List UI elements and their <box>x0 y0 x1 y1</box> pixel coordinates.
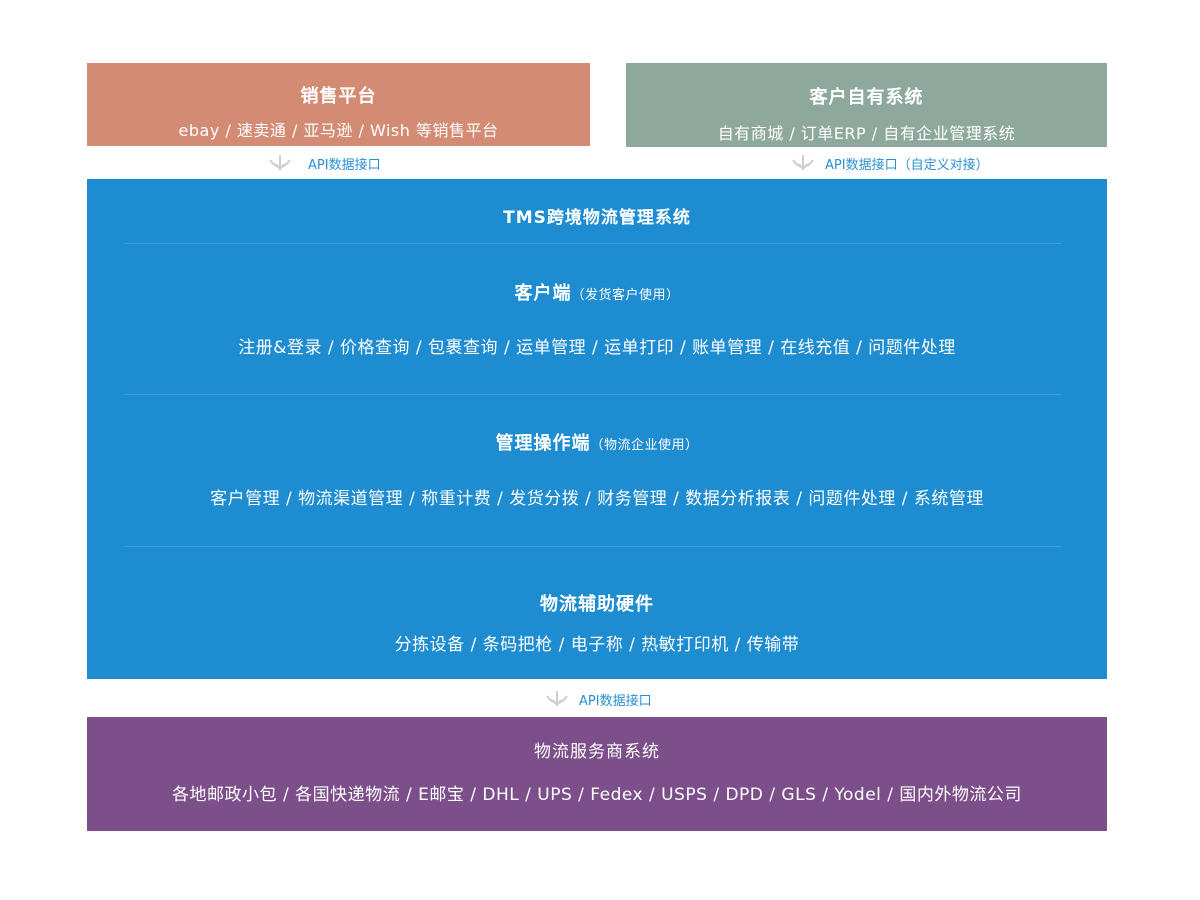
sales-platform-title: 销售平台 <box>300 86 377 107</box>
section-divider <box>124 546 1061 547</box>
admin-section-items: 客户管理 / 物流渠道管理 / 称重计费 / 发货分拨 / 财务管理 / 数据分… <box>210 489 984 509</box>
admin-section-note: （物流企业使用） <box>590 438 699 453</box>
api-connector-left: API数据接口 <box>268 153 381 173</box>
api-label-bottom: API数据接口 <box>579 693 652 709</box>
client-section-heading: 客户端（发货客户使用） <box>87 279 1107 305</box>
admin-section-heading: 管理操作端（物流企业使用） <box>87 429 1107 455</box>
client-section-items: 注册&登录 / 价格查询 / 包裹查询 / 运单管理 / 运单打印 / 账单管理… <box>238 338 956 358</box>
section-divider <box>124 243 1061 244</box>
api-connector-bottom: API数据接口 <box>545 689 652 709</box>
arrow-down-icon <box>546 691 568 707</box>
logistics-provider-title: 物流服务商系统 <box>534 742 660 762</box>
logistics-provider-box: 物流服务商系统 各地邮政小包 / 各国快递物流 / E邮宝 / DHL / UP… <box>87 717 1107 831</box>
tms-system-box: TMS跨境物流管理系统 客户端（发货客户使用） 注册&登录 / 价格查询 / 包… <box>87 179 1107 679</box>
customer-own-system-title: 客户自有系统 <box>809 87 924 108</box>
hardware-section-title: 物流辅助硬件 <box>540 594 654 615</box>
hardware-section-items: 分拣设备 / 条码把枪 / 电子称 / 热敏打印机 / 传输带 <box>394 635 800 655</box>
api-connector-right: API数据接口（自定义对接） <box>791 153 989 173</box>
section-divider <box>124 394 1061 395</box>
client-section-title: 客户端 <box>514 283 572 304</box>
sales-platform-box: 销售平台 ebay / 速卖通 / 亚马逊 / Wish 等销售平台 <box>87 63 590 146</box>
logistics-provider-items: 各地邮政小包 / 各国快递物流 / E邮宝 / DHL / UPS / Fede… <box>172 785 1022 805</box>
api-label-left: API数据接口 <box>308 157 381 173</box>
customer-own-system-box: 客户自有系统 自有商城 / 订单ERP / 自有企业管理系统 <box>626 63 1107 147</box>
client-section-note: （发货客户使用） <box>571 288 680 303</box>
sales-platform-items: ebay / 速卖通 / 亚马逊 / Wish 等销售平台 <box>178 121 499 140</box>
tms-title: TMS跨境物流管理系统 <box>503 208 691 228</box>
customer-own-system-items: 自有商城 / 订单ERP / 自有企业管理系统 <box>717 124 1016 143</box>
arrow-down-icon <box>792 155 814 171</box>
api-label-right: API数据接口（自定义对接） <box>825 157 989 173</box>
admin-section-title: 管理操作端 <box>495 433 591 454</box>
arrow-down-icon <box>269 155 291 171</box>
